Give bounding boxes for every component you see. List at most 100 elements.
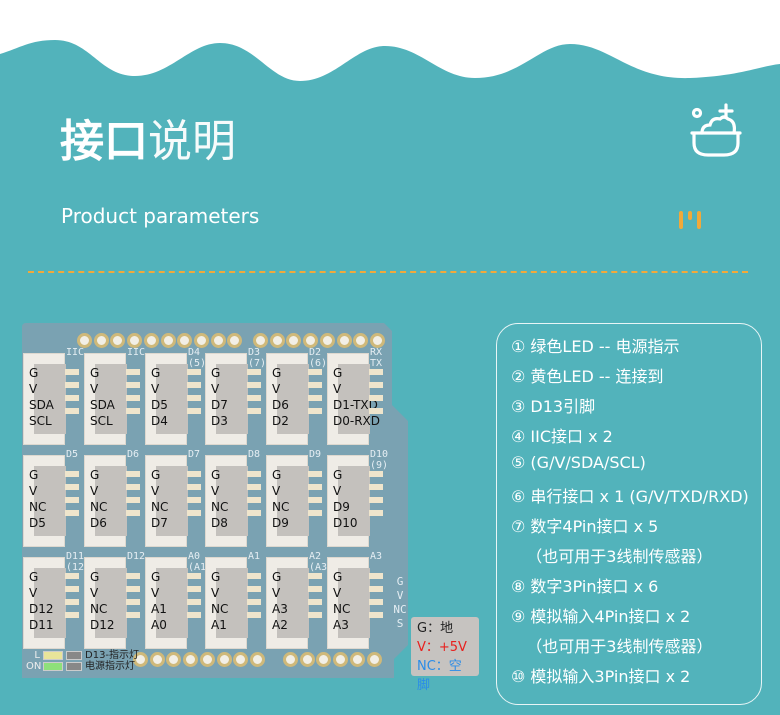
pin-label: NC [211,500,229,514]
pin-tab [126,573,140,579]
port-label: D4(5) [188,347,206,369]
pin-tab [369,395,383,401]
header-hole [369,333,385,348]
port-label-line: A0 [188,551,201,562]
pin-label: G [151,570,161,584]
header-hole [333,652,349,667]
port-label: D10(9) [370,449,388,471]
pin-tab [247,484,261,490]
port-label: D8 [248,449,260,460]
pin-label: SCL [29,414,52,428]
pin-tab [247,369,261,375]
page-subtitle: Product parameters [61,204,260,228]
pin-label: V [151,484,160,498]
port-label: A1 [248,551,260,562]
port-label-line: A3 [370,551,383,562]
connector-socket [34,364,66,434]
pin-tab [187,573,201,579]
pin-tab [65,510,79,516]
pin-tab [369,497,383,503]
pin-tab [126,510,140,516]
pin-label: A3 [272,602,288,616]
pin-label: V [272,484,281,498]
pin-label: NC [90,500,108,514]
header-hole [269,333,285,348]
pin-tab [369,382,383,388]
feature-item: ⑨ 模拟输入4Pin接口 x 2 [511,607,691,626]
pin-label: A3 [333,618,349,632]
pin-tab [247,395,261,401]
port-label-line: D11 [66,551,85,562]
port-label: D9 [309,449,321,460]
pin-label: G [272,570,282,584]
pin-tab [369,599,383,605]
pin-label: G [272,468,282,482]
led-indicators: L D13-指示灯 ON 电源指示灯 [26,650,139,672]
pin-tab [369,471,383,477]
pin-label: V [211,484,220,498]
pin-tab [187,484,201,490]
header-hole [210,333,226,348]
pin-label: D12 [90,618,115,632]
port-label-line: D6 [127,449,140,460]
port-label: D11(12 [66,551,84,573]
port-label-line: D8 [248,449,261,460]
pin-tab [126,471,140,477]
port-label-line: IIC [66,347,85,358]
pin-label: G [211,570,221,584]
header-hole [183,652,199,667]
header-hole [227,333,243,348]
header-hole [160,333,176,348]
pin-tab [308,573,322,579]
pin-tab [126,599,140,605]
pin-label: D7 [151,516,168,530]
pin-label: V [211,382,220,396]
connector-socket [216,466,248,536]
pin-label: G [90,366,100,380]
pin-tab [247,573,261,579]
pin-label: SDA [90,398,115,412]
pin-tab [126,369,140,375]
pin-tab [308,510,322,516]
led-green [43,662,63,671]
header-hole [77,333,92,348]
port-label: A0(A1 [188,551,206,573]
pin-label: V [29,484,38,498]
pin-label: D11 [29,618,54,632]
pin-label: NC [29,500,47,514]
connector-socket [338,568,370,638]
pin-label: G [90,570,100,584]
pin-label: D0-RXD [333,414,381,428]
side-pin: NC [393,603,407,616]
port-label-line: D7 [188,449,201,460]
port-label-line: D4 [188,347,201,358]
header-hole [110,333,126,348]
port-label-line: D3 [248,347,261,358]
feature-item: ③ D13引脚 [511,397,596,416]
pin-label: V [272,382,281,396]
pin-tab [65,573,79,579]
pin-tab [126,497,140,503]
port-label-line: (9) [370,460,389,471]
header-hole [127,333,143,348]
port-label: IIC [127,347,145,358]
